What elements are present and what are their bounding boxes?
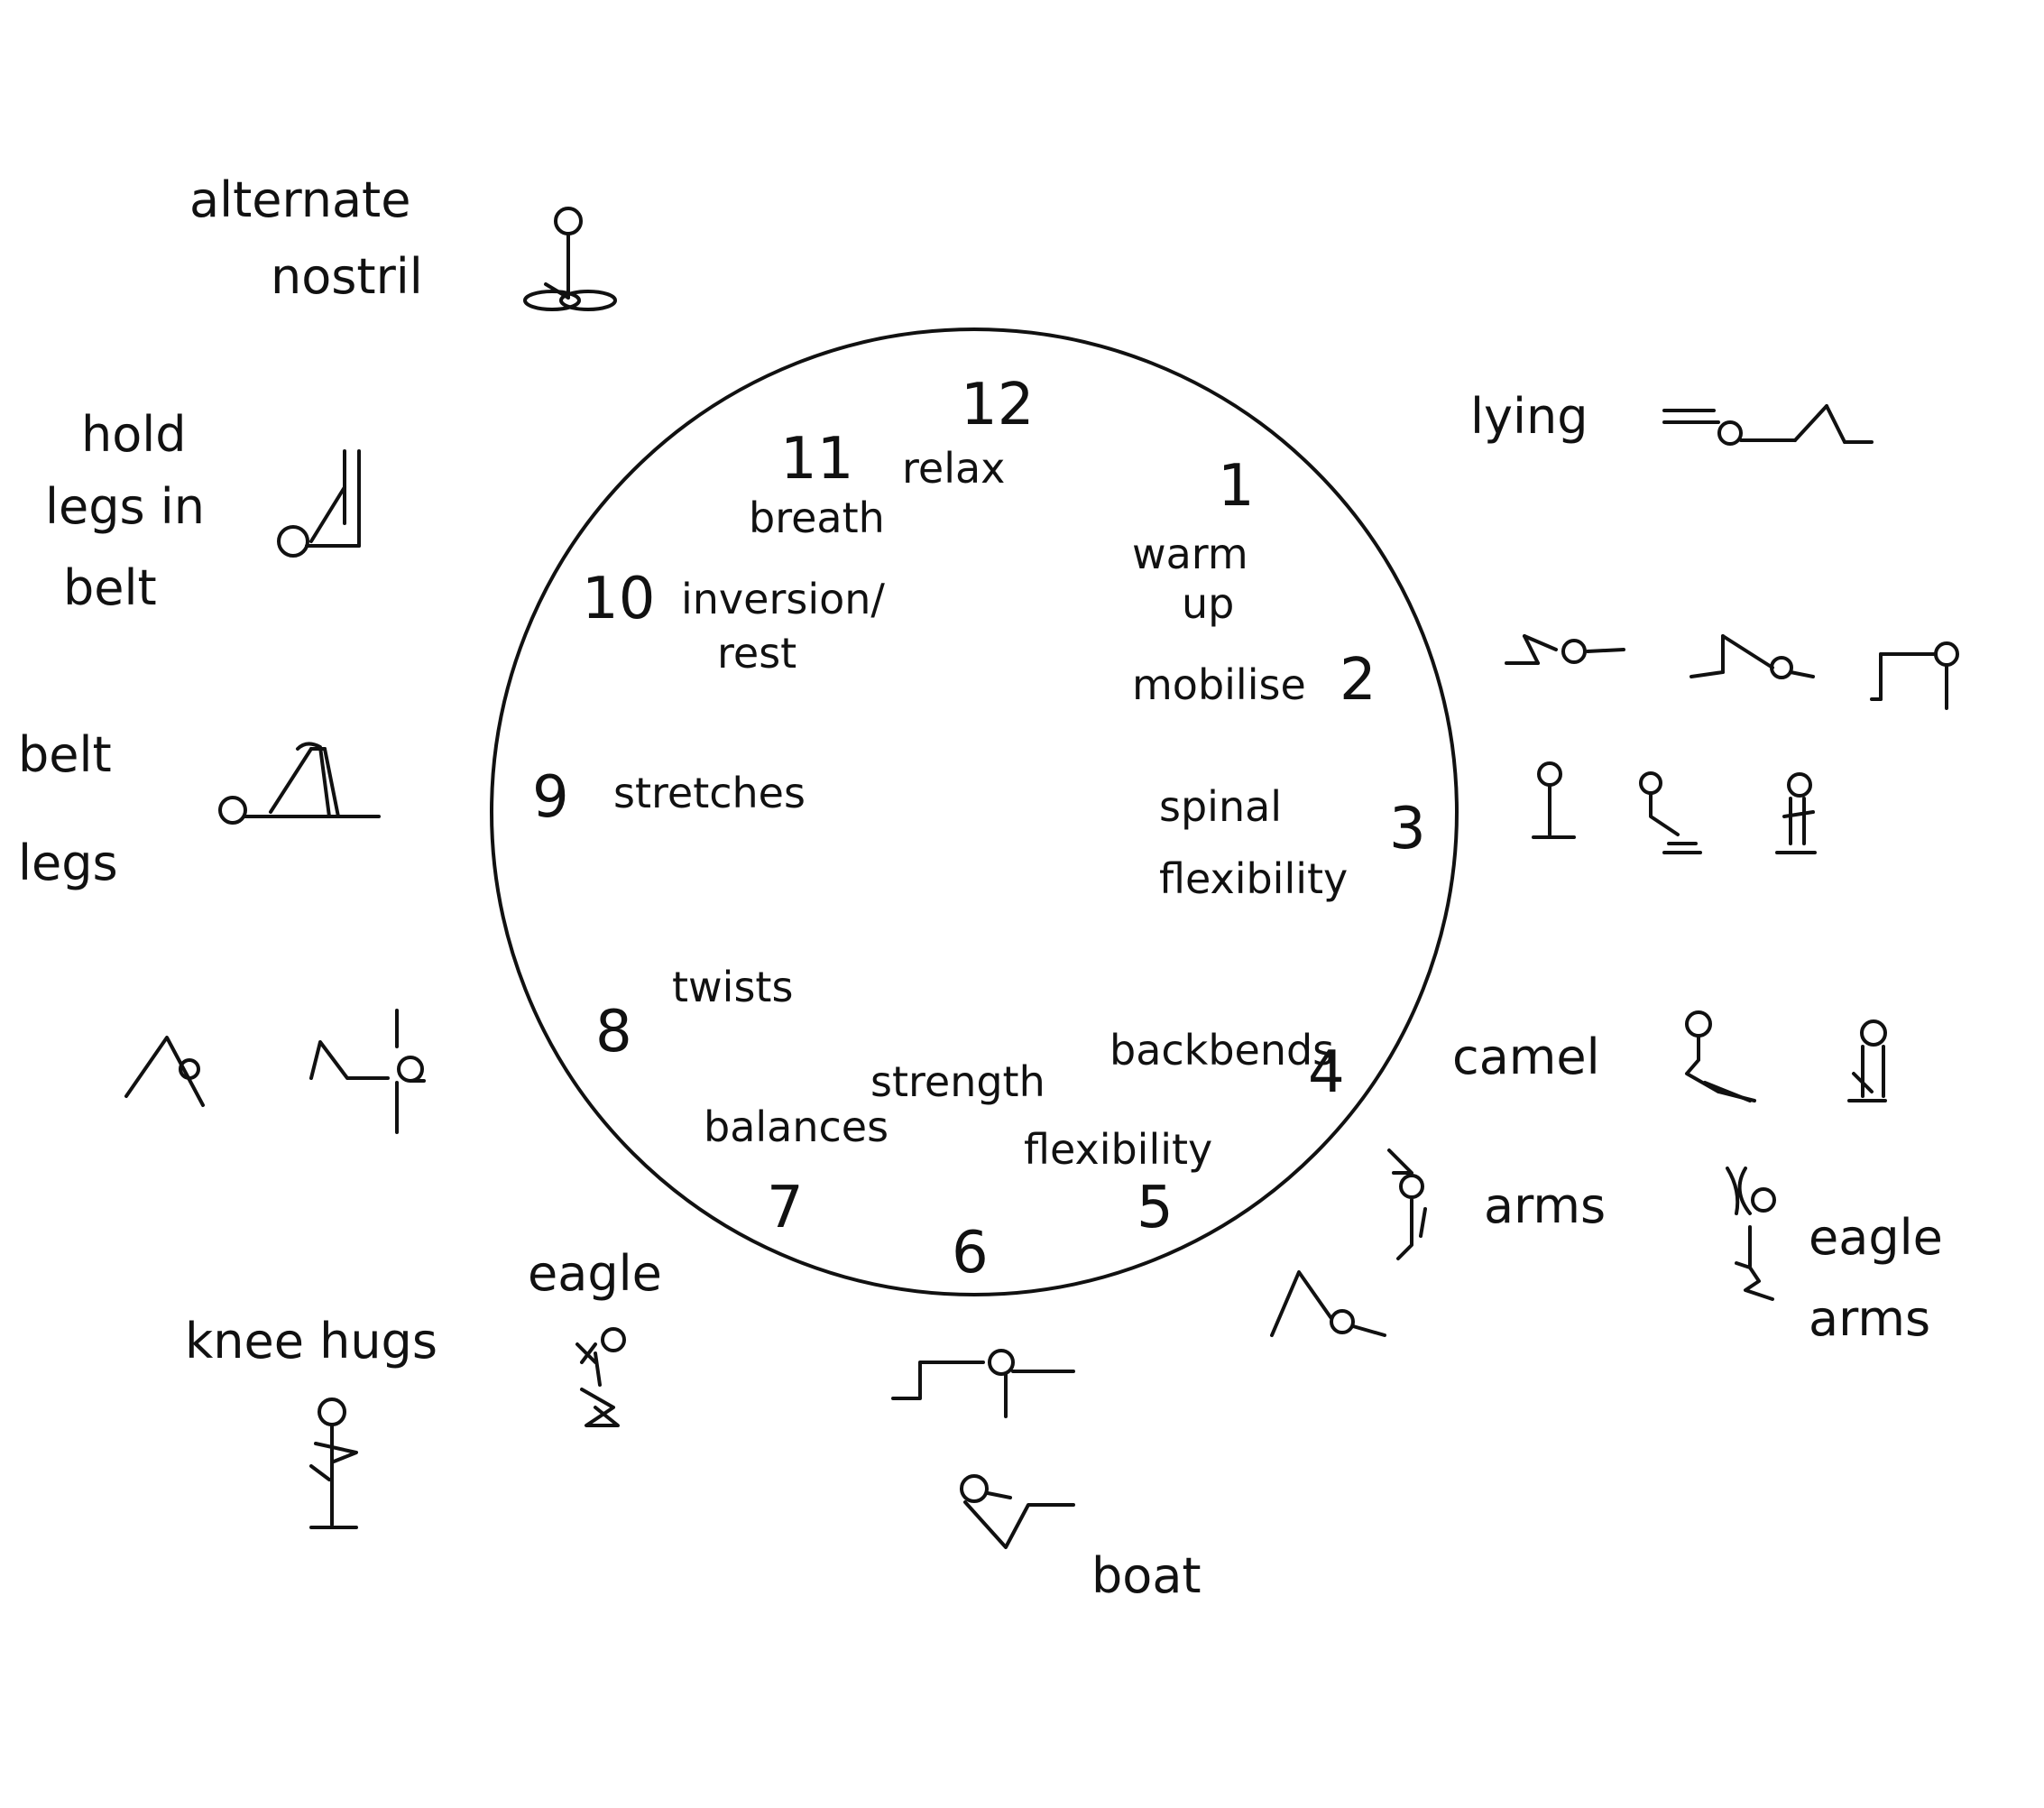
twists-figure-1 [124,1036,205,1107]
label-alternate: alternate [189,171,410,228]
category-stretches: stretches [613,769,806,817]
label-eagle-2: eagle [528,1245,662,1302]
warm-up-figure-2 [1690,634,1815,679]
clock-number-6: 6 [952,1220,989,1287]
spinal-figure-1 [1532,761,1576,839]
clock-number-11: 11 [780,426,853,493]
category-twists: twists [672,963,793,1011]
clock-number-8: 8 [595,999,632,1065]
backbend-figure [1270,1270,1386,1337]
category-flexibility-spinal: flexibility [1159,854,1348,903]
warm-up-figure-1 [1505,634,1625,665]
knee-hugs-figure [309,1398,358,1529]
label-knee-hugs: knee hugs [185,1313,437,1370]
clock-number-5: 5 [1137,1175,1174,1241]
clock-number-9: 9 [532,764,569,831]
eagle-arms-figure [1726,1167,1776,1301]
clock-face [490,327,1459,1296]
spinal-figure-2 [1639,771,1702,854]
clock-number-4: 4 [1308,1039,1345,1106]
hold-legs-in-belt-figure [277,449,361,558]
warm-up-figure-3 [1870,641,1959,710]
category-inversion: inversion/ [681,575,885,623]
label-eagle-arms: arms [1809,1290,1930,1347]
category-rest: rest [717,629,796,678]
spinal-figure-3 [1775,772,1817,854]
label-nostril: nostril [271,248,423,305]
category-balances: balances [704,1102,888,1151]
label-belt-2: belt [18,726,112,783]
category-up: up [1182,579,1234,628]
category-strength: strength [870,1057,1045,1106]
lying-figure [1662,404,1874,446]
label-hold: hold [81,406,187,463]
twists-figure-2 [309,1009,426,1134]
camel-figure-1 [1685,1010,1756,1102]
alternate-nostril-figure [523,207,617,311]
strength-figure [891,1349,1075,1418]
label-camel: camel [1452,1029,1600,1085]
category-spinal: spinal [1159,782,1282,831]
category-backbends: backbends [1109,1026,1334,1075]
clock-number-10: 10 [582,566,655,632]
label-lying: lying [1470,388,1588,445]
clock-number-1: 1 [1218,453,1255,520]
boat-figure [960,1474,1075,1549]
label-eagle-1: eagle [1809,1209,1943,1266]
backbend-arms-figure [1387,1148,1427,1260]
category-mobilise: mobilise [1132,660,1306,709]
category-warm: warm [1132,530,1248,578]
clock-number-2: 2 [1340,647,1376,714]
clock-number-7: 7 [767,1175,804,1241]
label-belt-1: belt [63,559,157,616]
category-flexibility: flexibility [1024,1125,1212,1174]
label-legs: legs [18,835,118,891]
category-relax: relax [902,444,1005,493]
camel-figure-2 [1847,1019,1887,1102]
label-arms: arms [1484,1177,1606,1234]
category-breath: breath [749,494,885,542]
clock-number-3: 3 [1389,796,1426,862]
label-legs-in: legs in [45,478,205,535]
label-boat: boat [1091,1547,1202,1604]
eagle-figure [575,1327,626,1427]
clock-number-12: 12 [961,372,1034,438]
belt-legs-figure [218,742,381,825]
